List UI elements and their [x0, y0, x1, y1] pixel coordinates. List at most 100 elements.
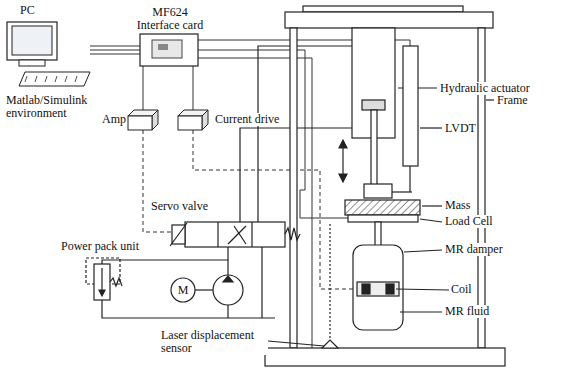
node-text: MF624 Interface card [129, 6, 211, 32]
part-label: Coil [450, 283, 473, 296]
box3d-outline [178, 116, 202, 130]
box3d-outline [128, 116, 152, 130]
mr-damper-part [386, 284, 394, 294]
part-label: Load Cell [444, 215, 494, 228]
mass-part [422, 205, 442, 206]
power-pack-part [94, 264, 110, 300]
servo-valve-part [234, 226, 246, 244]
current-drive-box: Current drive [178, 110, 208, 130]
keyboard-key [75, 76, 77, 82]
frame-part [285, 12, 493, 28]
laser-sensor-part [268, 341, 324, 346]
servo-valve-part [217, 222, 218, 247]
motion-arrow-part [342, 146, 343, 176]
interface-card-shape [140, 34, 198, 66]
signal-wire-part [90, 54, 140, 55]
hydraulic-line-part [227, 305, 228, 318]
power-pack-part [195, 289, 213, 290]
servo-valve-part [285, 228, 300, 240]
frame-part [303, 6, 463, 12]
frame-part [265, 348, 505, 366]
power-pack [86, 258, 243, 305]
keyboard-key [25, 76, 27, 82]
power-pack-part [99, 290, 105, 296]
lvdt [392, 46, 442, 192]
card-outline [152, 40, 182, 58]
frame-part [290, 28, 297, 348]
hydraulic-actuator [352, 28, 437, 198]
power-pack-part [213, 275, 243, 305]
signal-wire-part [198, 58, 322, 350]
signal-connector [193, 66, 194, 110]
motor-circle: M [171, 278, 195, 302]
hydraulic-line-part [261, 247, 262, 318]
lvdt-part [392, 191, 412, 192]
part-label: LVDT [444, 122, 477, 135]
keyboard-key [45, 76, 47, 82]
mr-damper-part [353, 245, 403, 330]
frame-part [478, 28, 485, 348]
keyboard-key [35, 76, 37, 82]
servo-valve-part [185, 222, 285, 247]
mass [345, 200, 442, 222]
part-label: Power pack unit [60, 240, 140, 253]
laser-sensor-part [322, 340, 338, 348]
power-pack-part [223, 276, 233, 282]
box3d-outline [202, 110, 208, 130]
box3d-outline [152, 110, 158, 130]
node-text: Matlab/Simulink environment [5, 94, 107, 120]
hydraulic-actuator-part [371, 110, 377, 185]
part-label: MR damper [444, 243, 504, 256]
pc-outline [7, 22, 57, 60]
lvdt-part [420, 127, 442, 128]
keyboard-key [65, 76, 67, 82]
frame-part [486, 99, 494, 100]
control-wire-dashed [143, 130, 357, 289]
hydraulic-line [102, 46, 352, 318]
mass-part [345, 200, 420, 215]
signal-wire-part [198, 50, 348, 218]
mass-part [348, 215, 418, 222]
part-label: Laser displacement sensor [160, 329, 268, 355]
signal-connector [90, 50, 140, 51]
motion-arrow-part [339, 174, 347, 182]
lvdt-part [403, 46, 418, 166]
amplifier-box-shape [128, 110, 158, 130]
node-text: PC [19, 4, 36, 17]
servo-valve-part [228, 226, 246, 244]
mass-part [420, 219, 442, 222]
mr-damper-part [404, 250, 442, 252]
interface-card: MF624 Interface card [140, 34, 198, 66]
mr-damper [353, 222, 449, 330]
servo-valve [170, 222, 300, 247]
motion-arrow-part [339, 140, 347, 148]
hydraulic-line-part [102, 300, 275, 318]
part-label: MR fluid [444, 305, 490, 318]
mr-damper-part [396, 289, 449, 290]
pc-outline [19, 72, 90, 86]
part-label: Frame [496, 94, 529, 107]
keyboard-key [55, 76, 57, 82]
part-label: Servo valve [150, 200, 209, 213]
amplifier-box: Amp [128, 110, 158, 130]
mr-damper-part [400, 311, 442, 312]
node-text: M [177, 284, 190, 297]
frame [265, 6, 505, 366]
pc-outline [19, 60, 45, 66]
part-label: Mass [444, 199, 471, 212]
hydraulic-actuator-part [362, 100, 385, 110]
motion-arrow [339, 140, 347, 182]
pc-outline [12, 26, 52, 55]
hydraulic-actuator-part [364, 184, 392, 198]
node-text: Current drive [214, 113, 280, 126]
hydraulic-line-part [227, 260, 228, 275]
current-drive-box-shape [178, 110, 208, 130]
laser-sensor-part [329, 224, 330, 340]
card-outline [158, 44, 168, 50]
mr-damper-part [357, 282, 399, 296]
servo-valve-part [251, 222, 252, 247]
pc-workstation-shape [5, 22, 90, 90]
